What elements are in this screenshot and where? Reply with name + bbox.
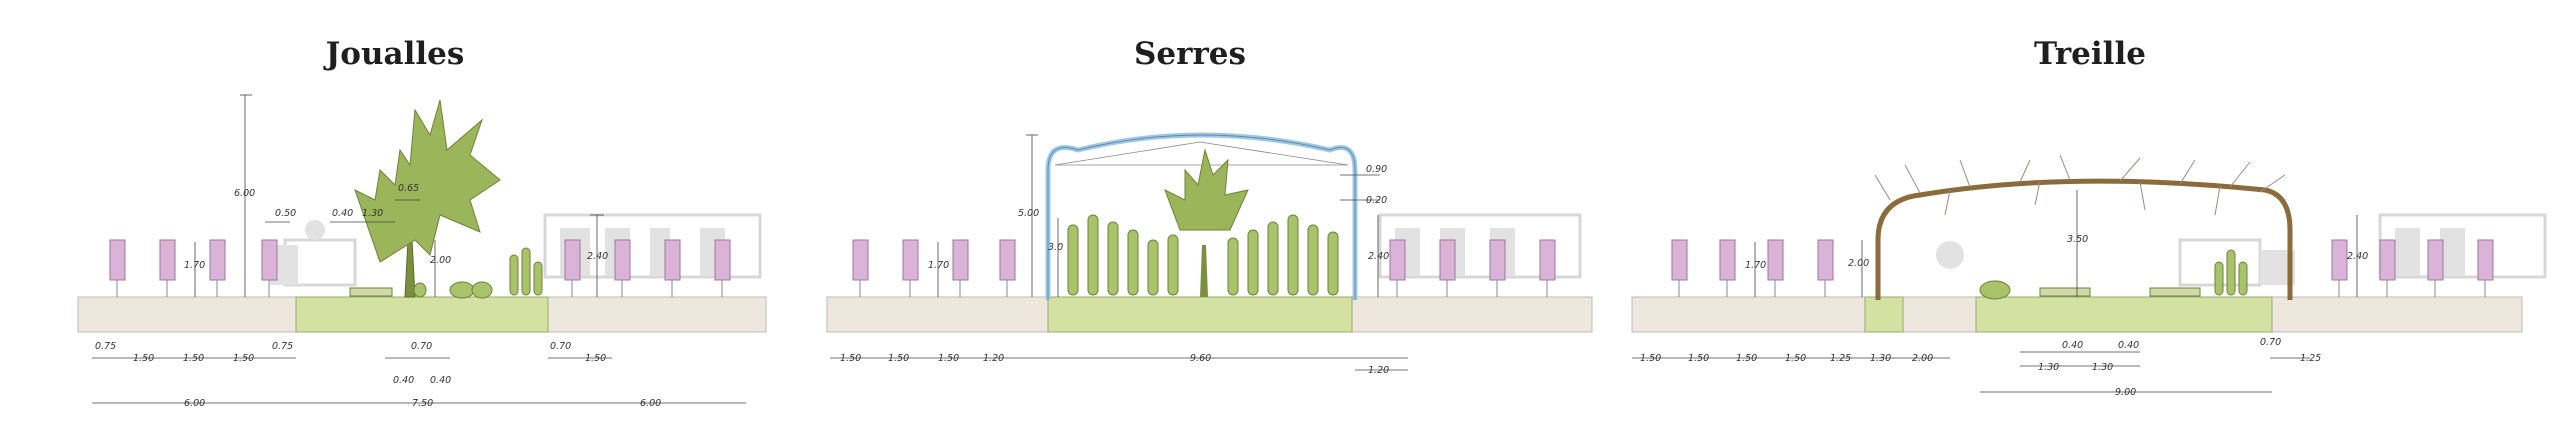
dim-label: 1.50 <box>938 353 959 364</box>
dim-label: 1.70 <box>928 260 949 271</box>
panel-title: Joualles <box>325 36 465 72</box>
dimension-lines <box>92 94 746 404</box>
panel-treille: Treille <box>1620 0 2560 427</box>
tree-canopy <box>354 99 501 298</box>
planting-bed <box>1975 296 2273 333</box>
dim-label: 1.30 <box>362 208 383 219</box>
dim-label: 0.40 <box>430 375 451 386</box>
tree-canopy <box>1164 148 1249 297</box>
dim-label: 0.75 <box>272 341 293 352</box>
planting-bed <box>295 296 549 333</box>
dim-label: 1.20 <box>983 353 1004 364</box>
dim-label: 2.00 <box>430 255 451 266</box>
dim-label: 0.70 <box>550 341 571 352</box>
trellis-arch <box>1875 178 2293 300</box>
planting-bed <box>1047 296 1353 333</box>
dim-label: 9.00 <box>2115 387 2136 398</box>
vine-stakes <box>852 239 1556 297</box>
dim-label: 0.70 <box>411 341 432 352</box>
dim-label: 1.50 <box>1736 353 1757 364</box>
dim-label: 1.70 <box>1745 260 1766 271</box>
serres-section-drawing: 5.00 1.70 3.0 2.40 0.90 0.20 1.50 1.50 1… <box>826 132 1593 376</box>
dim-label: 2.00 <box>1848 258 1869 269</box>
dim-label: 1.50 <box>840 353 861 364</box>
dim-label: 1.50 <box>888 353 909 364</box>
dim-label: 1.50 <box>1785 353 1806 364</box>
dim-label: 1.50 <box>585 353 606 364</box>
dim-label: 7.50 <box>412 398 433 409</box>
dim-label: 1.25 <box>1830 353 1851 364</box>
vine-branches <box>1874 154 2286 216</box>
dim-label: 2.00 <box>1912 353 1933 364</box>
dim-label: 3.0 <box>1048 242 1063 253</box>
panel-title: Serres <box>1134 36 1246 72</box>
crop-columns <box>1067 214 1339 296</box>
dim-label: 0.20 <box>1366 195 1387 206</box>
dim-label: 1.50 <box>1688 353 1709 364</box>
dim-label: 0.40 <box>2118 340 2139 351</box>
panel-joualles: Joualles <box>0 0 800 427</box>
dim-label: 0.40 <box>393 375 414 386</box>
dim-label: 0.40 <box>2062 340 2083 351</box>
vine-stakes <box>109 239 731 297</box>
dim-label: 0.40 <box>332 208 353 219</box>
dim-label: 1.30 <box>2092 362 2113 373</box>
panel-serres: Serres <box>800 0 1620 427</box>
dim-label: 3.50 <box>2067 234 2088 245</box>
dim-label: 2.40 <box>587 251 608 262</box>
dim-label: 1.25 <box>2300 353 2321 364</box>
dim-label: 1.50 <box>183 353 204 364</box>
dimension-lines <box>1632 190 2358 393</box>
dim-label: 6.00 <box>640 398 661 409</box>
dim-label: 0.50 <box>275 208 296 219</box>
dimension-lines <box>830 134 1408 371</box>
planting-bed-small <box>1864 296 1904 333</box>
dim-label: 1.50 <box>233 353 254 364</box>
joualles-section-drawing: 6.00 1.70 2.00 2.40 0.50 0.40 1.30 0.65 … <box>77 94 767 409</box>
dim-label: 9.60 <box>1190 353 1211 364</box>
dim-label: 0.90 <box>1366 164 1387 175</box>
dim-label: 0.75 <box>95 341 116 352</box>
dim-label: 6.00 <box>234 188 255 199</box>
dim-label: 0.65 <box>398 183 419 194</box>
shrubs <box>1979 249 2248 300</box>
dim-label: 2.40 <box>2347 251 2368 262</box>
vine-stakes <box>1671 239 2494 297</box>
dim-label: 2.40 <box>1368 251 1389 262</box>
dim-label: 6.00 <box>184 398 205 409</box>
shrubs <box>349 247 543 299</box>
dim-label: 1.50 <box>133 353 154 364</box>
panel-title: Treille <box>2034 36 2146 72</box>
dim-label: 1.50 <box>1640 353 1661 364</box>
dim-label: 1.20 <box>1368 365 1389 376</box>
treille-section-drawing: 1.70 2.00 3.50 2.40 1.50 1.50 1.50 1.50 … <box>1631 154 2547 398</box>
dim-label: 0.70 <box>2260 337 2281 348</box>
dim-label: 5.00 <box>1018 208 1039 219</box>
dim-label: 1.30 <box>2038 362 2059 373</box>
dim-label: 1.30 <box>1870 353 1891 364</box>
dim-label: 1.70 <box>184 260 205 271</box>
